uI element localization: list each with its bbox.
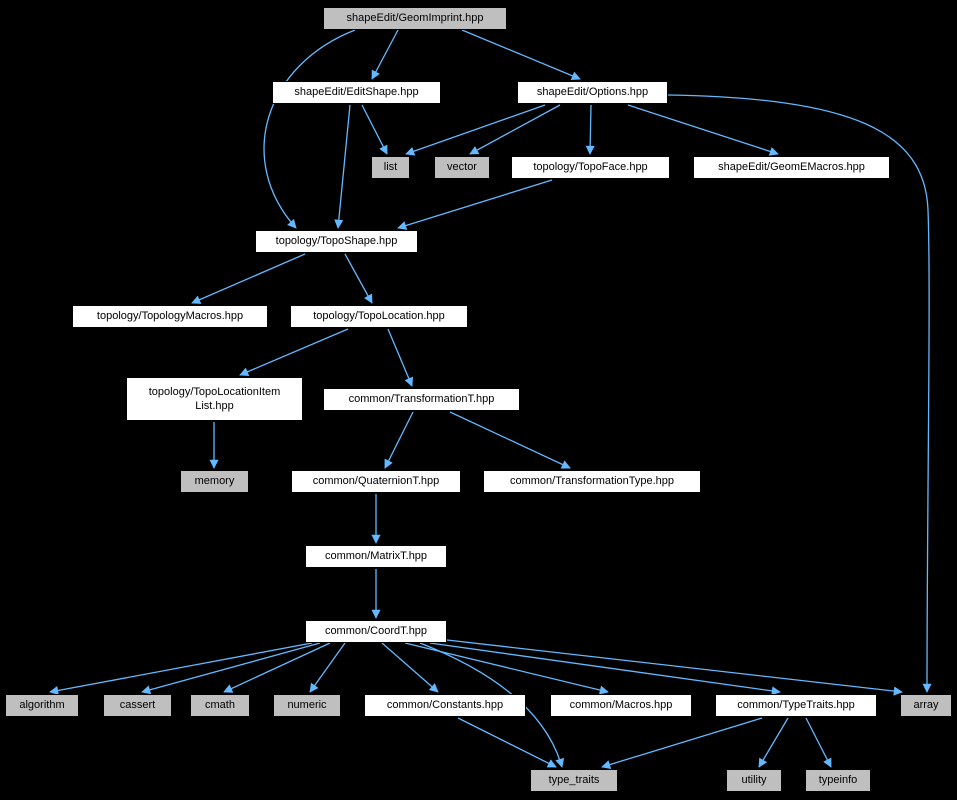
edge-geomimprint-to-toposhape xyxy=(263,29,356,229)
edge-coordt-to-cmath xyxy=(223,642,331,693)
edge-options-to-geomemacros xyxy=(627,104,779,156)
edge-constants-to-type_traits xyxy=(457,717,557,768)
node-coordt[interactable]: common/CoordT.hpp xyxy=(305,620,447,643)
node-label: topology/TopoLocationItem List.hpp xyxy=(148,385,281,412)
node-label: memory xyxy=(194,475,235,488)
edge-options-to-topoface xyxy=(585,104,595,155)
edge-typetraits-to-type_traits xyxy=(601,717,763,769)
node-label: common/Constants.hpp xyxy=(386,699,504,712)
node-label: numeric xyxy=(287,699,327,712)
node-label: common/Macros.hpp xyxy=(569,699,673,712)
node-type_traits[interactable]: type_traits xyxy=(530,769,618,792)
node-transformationtype[interactable]: common/TransformationType.hpp xyxy=(483,470,701,493)
edge-topolocation-to-topolocationitemlist xyxy=(239,328,349,376)
node-label: common/CoordT.hpp xyxy=(324,625,428,638)
node-transformationt[interactable]: common/TransformationT.hpp xyxy=(323,388,520,411)
node-list[interactable]: list xyxy=(371,156,410,179)
node-options[interactable]: shapeEdit/Options.hpp xyxy=(517,81,668,104)
node-typetraits[interactable]: common/TypeTraits.hpp xyxy=(715,694,877,717)
node-topologymacros[interactable]: topology/TopologyMacros.hpp xyxy=(72,305,268,328)
node-label: topology/TopoFace.hpp xyxy=(533,161,648,174)
edge-coordt-to-algorithm xyxy=(49,642,313,695)
node-label: common/MatrixT.hpp xyxy=(324,550,428,563)
edge-toposhape-to-topologymacros xyxy=(191,253,306,304)
edge-geomimprint-to-options xyxy=(461,29,581,81)
node-label: shapeEdit/GeomImprint.hpp xyxy=(346,12,484,25)
node-matrixt[interactable]: common/MatrixT.hpp xyxy=(305,545,447,568)
node-label: common/TransformationType.hpp xyxy=(509,475,675,488)
edge-coordt-to-constants xyxy=(381,642,439,693)
node-algorithm[interactable]: algorithm xyxy=(5,694,79,717)
node-label: topology/TopoLocation.hpp xyxy=(313,310,445,323)
edge-coordt-to-numeric xyxy=(309,642,346,693)
node-geomimprint[interactable]: shapeEdit/GeomImprint.hpp xyxy=(323,7,507,30)
node-toposhape[interactable]: topology/TopoShape.hpp xyxy=(255,230,418,253)
node-geomemacros[interactable]: shapeEdit/GeomEMacros.hpp xyxy=(693,156,890,179)
edge-coordt-to-cassert xyxy=(141,642,321,695)
edge-geomimprint-to-editshape xyxy=(371,29,399,80)
node-topoface[interactable]: topology/TopoFace.hpp xyxy=(511,156,670,179)
edge-options-to-array xyxy=(667,94,932,693)
node-label: common/TransformationT.hpp xyxy=(348,393,495,406)
edge-options-to-vector xyxy=(469,104,561,155)
node-memory[interactable]: memory xyxy=(180,470,249,493)
node-label: vector xyxy=(447,161,477,174)
edge-topolocation-to-transformationt xyxy=(387,328,414,387)
node-topolocation[interactable]: topology/TopoLocation.hpp xyxy=(290,305,468,328)
edge-coordt-to-macros xyxy=(404,642,609,695)
edge-options-to-list xyxy=(405,104,546,156)
edge-transformationt-to-quaterniont xyxy=(384,411,414,469)
node-label: shapeEdit/Options.hpp xyxy=(536,86,649,99)
node-label: topology/TopoShape.hpp xyxy=(275,235,398,248)
edge-transformationt-to-transformationtype xyxy=(449,411,571,469)
node-quaterniont[interactable]: common/QuaternionT.hpp xyxy=(291,470,461,493)
edge-editshape-to-toposhape xyxy=(334,104,351,229)
edge-coordt-to-typetraits xyxy=(429,642,781,696)
node-array[interactable]: array xyxy=(900,694,952,717)
node-label: type_traits xyxy=(548,774,600,787)
edge-toposhape-to-topolocation xyxy=(344,253,373,304)
node-cmath[interactable]: cmath xyxy=(190,694,250,717)
node-label: common/TypeTraits.hpp xyxy=(737,699,855,712)
node-label: algorithm xyxy=(19,699,65,712)
node-label: list xyxy=(383,161,398,174)
node-label: common/QuaternionT.hpp xyxy=(312,475,440,488)
node-label: typeinfo xyxy=(818,774,858,787)
node-constants[interactable]: common/Constants.hpp xyxy=(364,694,526,717)
edge-editshape-to-list xyxy=(361,104,388,155)
edge-typetraits-to-utility xyxy=(758,717,789,768)
node-editshape[interactable]: shapeEdit/EditShape.hpp xyxy=(272,81,441,104)
node-label: shapeEdit/EditShape.hpp xyxy=(294,86,419,99)
node-typeinfo[interactable]: typeinfo xyxy=(805,769,871,792)
node-topolocationitemlist[interactable]: topology/TopoLocationItem List.hpp xyxy=(126,377,303,421)
node-label: array xyxy=(913,699,939,712)
node-macros[interactable]: common/Macros.hpp xyxy=(550,694,692,717)
node-label: shapeEdit/GeomEMacros.hpp xyxy=(718,161,865,174)
node-label: cassert xyxy=(119,699,156,712)
node-utility[interactable]: utility xyxy=(726,769,782,792)
edge-topoface-to-toposhape xyxy=(397,179,553,230)
node-numeric[interactable]: numeric xyxy=(273,694,341,717)
edge-coordt-to-array xyxy=(446,639,903,696)
node-label: topology/TopologyMacros.hpp xyxy=(96,310,244,323)
node-vector[interactable]: vector xyxy=(434,156,490,179)
edge-typetraits-to-typeinfo xyxy=(805,717,832,768)
node-cassert[interactable]: cassert xyxy=(103,694,172,717)
node-label: cmath xyxy=(205,699,235,712)
node-label: utility xyxy=(741,774,767,787)
